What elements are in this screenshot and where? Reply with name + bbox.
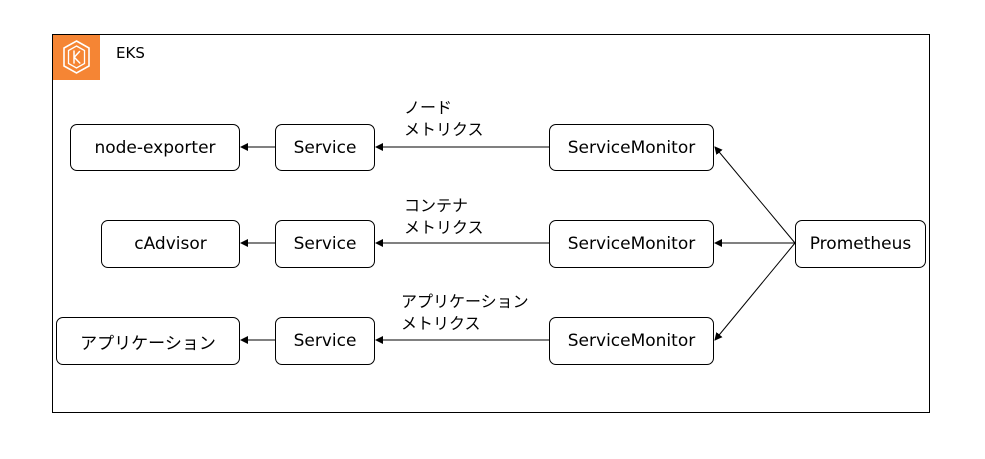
service-box-application[interactable]: Service — [275, 317, 375, 365]
node-metrics-label: ノード メトリクス — [404, 97, 484, 141]
application-metrics-label: アプリケーション メトリクス — [401, 291, 529, 335]
node-exporter-box[interactable]: node-exporter — [70, 124, 240, 171]
service-box-container[interactable]: Service — [275, 220, 375, 268]
arrow-prometheus-to-monitor-3 — [714, 242, 796, 341]
servicemonitor-box-node[interactable]: ServiceMonitor — [549, 124, 714, 171]
application-metrics-line2: メトリクス — [401, 314, 481, 333]
cadvisor-box[interactable]: cAdvisor — [101, 220, 240, 268]
cluster-label: EKS — [116, 44, 145, 62]
eks-kubernetes-icon — [53, 35, 100, 80]
eks-cluster-frame — [52, 34, 930, 413]
container-metrics-label: コンテナ メトリクス — [404, 195, 484, 239]
node-metrics-line2: メトリクス — [404, 120, 484, 139]
servicemonitor-box-application[interactable]: ServiceMonitor — [549, 317, 714, 365]
application-box[interactable]: アプリケーション — [56, 317, 240, 365]
container-metrics-line2: メトリクス — [404, 218, 484, 237]
service-box-node[interactable]: Service — [275, 124, 375, 171]
servicemonitor-box-container[interactable]: ServiceMonitor — [549, 220, 714, 268]
container-metrics-line1: コンテナ — [404, 196, 469, 215]
prometheus-box[interactable]: Prometheus — [795, 220, 926, 268]
node-metrics-line1: ノード — [404, 98, 453, 117]
application-metrics-line1: アプリケーション — [401, 292, 529, 311]
arrow-prometheus-to-monitor-1 — [714, 146, 796, 244]
